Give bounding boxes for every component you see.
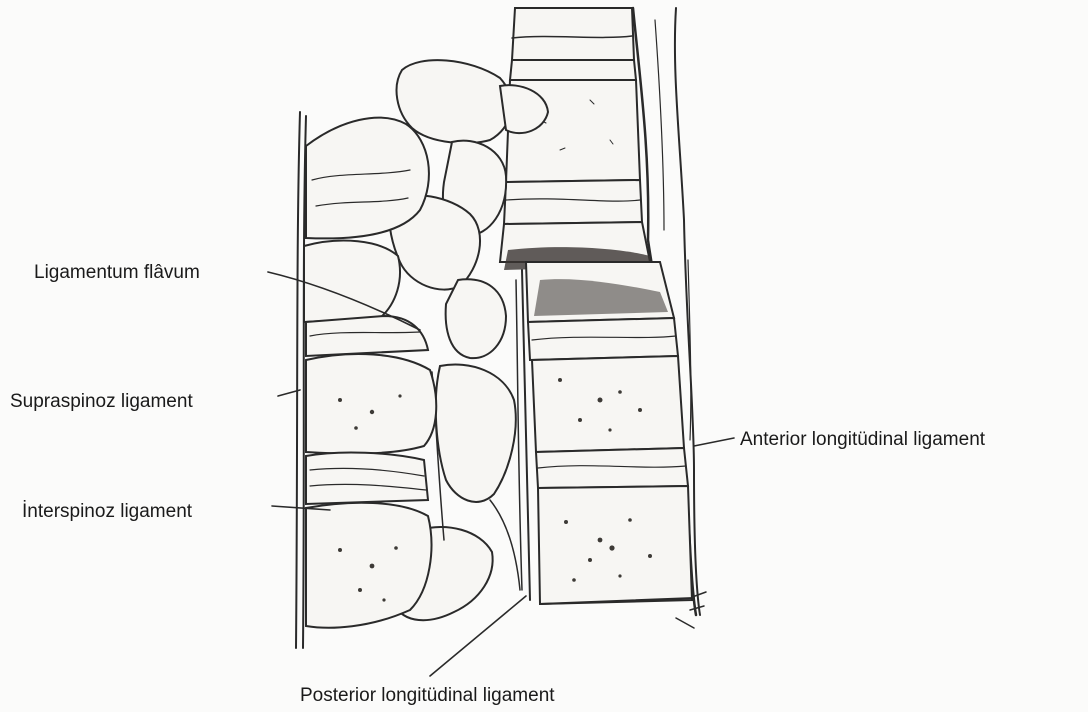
supraspinous-ligament-drawing bbox=[296, 112, 306, 648]
label-posterior-longitudinal-ligament: Posterior longitüdinal ligament bbox=[300, 686, 555, 705]
label-ligamentum-flavum: Ligamentum flâvum bbox=[34, 263, 200, 282]
label-anterior-longitudinal-ligament: Anterior longitüdinal ligament bbox=[740, 430, 985, 449]
label-supraspinoz-ligament: Supraspinoz ligament bbox=[10, 392, 193, 411]
leader-anterior-longitudinal bbox=[694, 438, 734, 446]
label-interspinoz-ligament: İnterspinoz ligament bbox=[22, 502, 192, 521]
spinous-processes bbox=[304, 118, 436, 628]
